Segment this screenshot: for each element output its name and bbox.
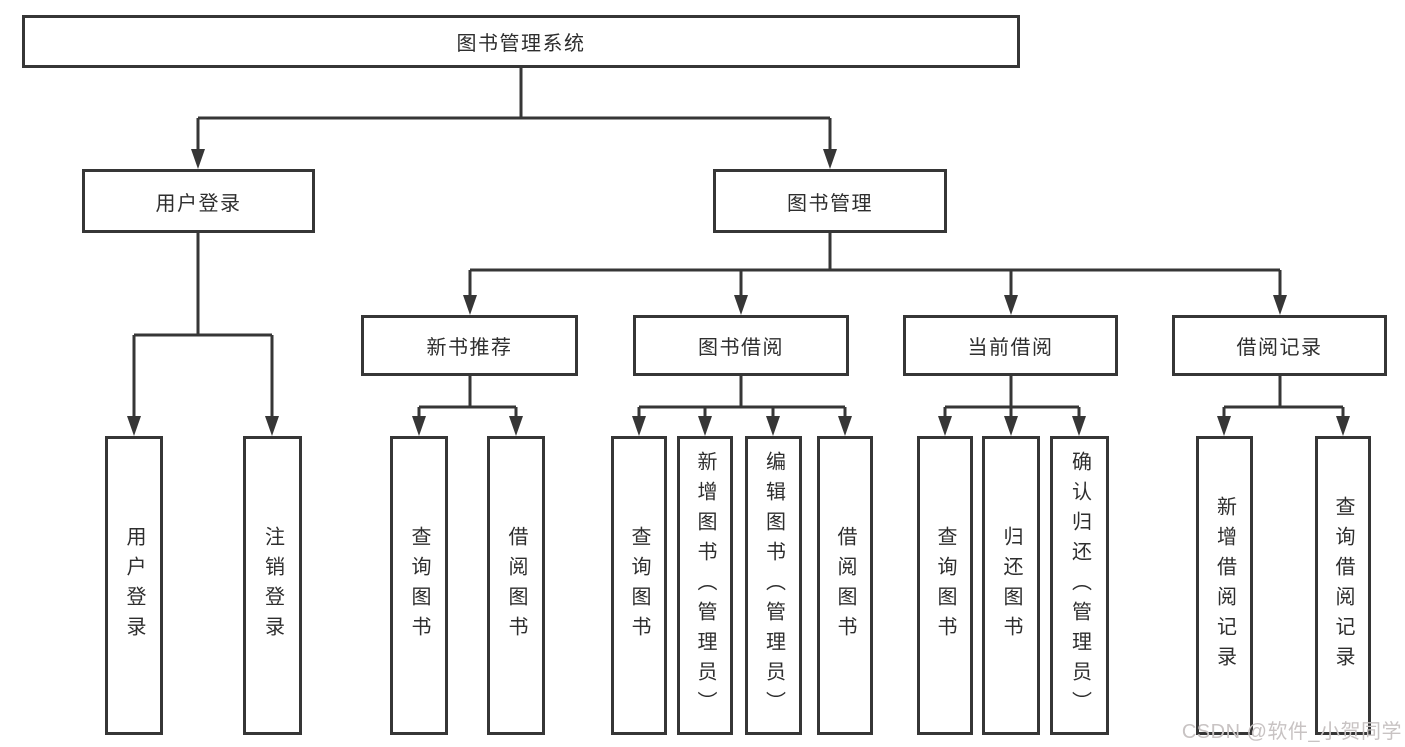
leaf-current-confirm-return-admin: 确认归还（管理员） — [1050, 436, 1109, 735]
arrow-down-icon — [632, 416, 646, 436]
arrow-down-icon — [1336, 416, 1350, 436]
connector-book-mgmt — [468, 233, 1282, 297]
arrow-down-icon — [412, 416, 426, 436]
leaf-newbook-query-books: 查询图书 — [390, 436, 448, 735]
node-root: 图书管理系统 — [22, 15, 1020, 68]
connector-root — [196, 68, 832, 151]
arrowheads — [127, 149, 1350, 436]
leaf-records-query-record: 查询借阅记录 — [1315, 436, 1371, 735]
connector-new-book — [417, 376, 518, 418]
arrow-down-icon — [1004, 416, 1018, 436]
leaf-borrow-add-books-admin: 新增图书（管理员） — [677, 436, 733, 735]
arrow-down-icon — [938, 416, 952, 436]
arrow-down-icon — [127, 416, 141, 436]
leaf-borrow-edit-books-admin: 编辑图书（管理员） — [745, 436, 802, 735]
watermark: CSDN @软件_小贺同学 — [1181, 721, 1402, 743]
node-book-borrow: 图书借阅 — [633, 315, 849, 376]
arrow-down-icon — [1004, 295, 1018, 315]
leaf-records-add-record: 新增借阅记录 — [1196, 436, 1253, 735]
connector-current-borrow — [943, 376, 1081, 418]
arrow-down-icon — [191, 149, 205, 169]
arrow-down-icon — [509, 416, 523, 436]
connector-user-login — [132, 233, 274, 418]
leaf-borrow-borrow-books: 借阅图书 — [817, 436, 873, 735]
arrow-down-icon — [265, 416, 279, 436]
arrow-down-icon — [823, 149, 837, 169]
connector-book-borrow — [637, 376, 847, 418]
arrow-down-icon — [734, 295, 748, 315]
node-borrow-records: 借阅记录 — [1172, 315, 1387, 376]
connector-borrow-records — [1222, 376, 1345, 418]
node-book-management: 图书管理 — [713, 169, 947, 233]
leaf-logout: 注销登录 — [243, 436, 302, 735]
leaf-newbook-borrow-books: 借阅图书 — [487, 436, 545, 735]
arrow-down-icon — [463, 295, 477, 315]
leaf-current-return-books: 归还图书 — [982, 436, 1040, 735]
node-current-borrow: 当前借阅 — [903, 315, 1118, 376]
leaf-user-login: 用户登录 — [105, 436, 163, 735]
arrow-down-icon — [766, 416, 780, 436]
arrow-down-icon — [1273, 295, 1287, 315]
arrow-down-icon — [1217, 416, 1231, 436]
node-user-login: 用户登录 — [82, 169, 315, 233]
arrow-down-icon — [698, 416, 712, 436]
arrow-down-icon — [1072, 416, 1086, 436]
leaf-current-query-books: 查询图书 — [917, 436, 973, 735]
node-new-book-recommend: 新书推荐 — [361, 315, 578, 376]
arrow-down-icon — [838, 416, 852, 436]
leaf-borrow-query-books: 查询图书 — [611, 436, 667, 735]
